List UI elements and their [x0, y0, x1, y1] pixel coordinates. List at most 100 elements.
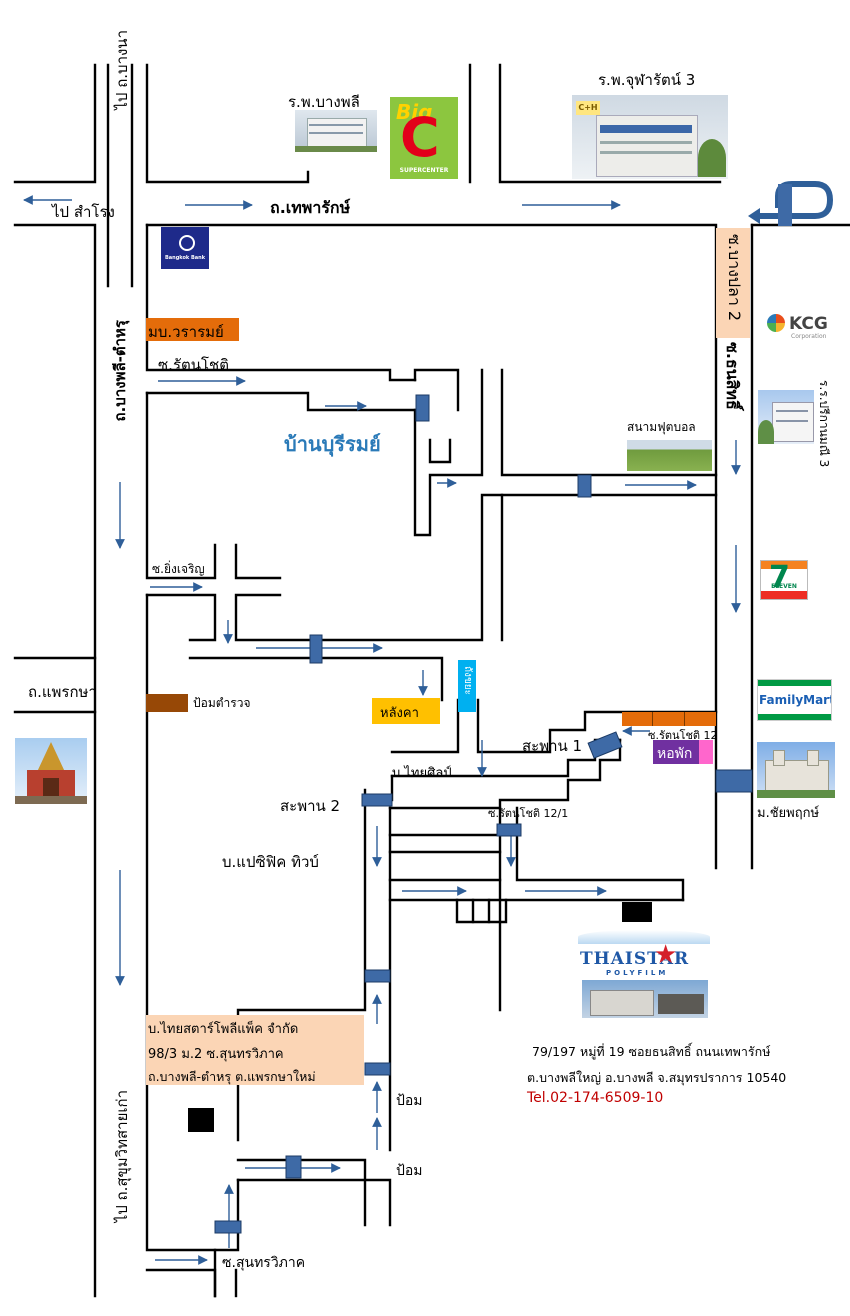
kcg-logo: KCG Corporation — [765, 310, 835, 350]
hospital-chularat-label: ร.พ.จุฬารัตน์ 3 — [598, 71, 696, 89]
bridges — [214, 394, 753, 1234]
soi-rattanachot-12-label: ซ.รัตนโชติ 12 — [648, 729, 718, 742]
building-block — [188, 1108, 214, 1132]
seven-eleven-numeral: 7 — [769, 560, 790, 595]
road-segment — [13, 223, 97, 1298]
football-field-label: สนามฟุตบอล — [627, 420, 696, 434]
hospital-chularat-picture: C+H — [572, 95, 728, 179]
road-segment — [236, 788, 367, 1142]
road-segment — [145, 593, 217, 642]
roof-label-box: หลังคา — [372, 698, 440, 724]
police-booth-box — [146, 694, 188, 712]
bridge-2-label: สะพาน 2 — [280, 797, 341, 815]
go-samrong-label: ไป สำโรง — [52, 203, 115, 221]
direction-arrows — [23, 195, 741, 1265]
hospital-bangphli-picture — [295, 110, 377, 152]
thaistar-logo: THAISTAR ★ POLYFILM — [578, 928, 710, 1020]
bangplao-label-box: ซ.บางปลา 2 — [716, 228, 750, 338]
ch-logo: C+H — [576, 101, 600, 115]
booth-label-1: ป้อม — [396, 1093, 423, 1109]
road-segment — [188, 656, 444, 702]
thaistar-polyfilm: POLYFILM — [606, 969, 669, 977]
family-mart-logo: FamilyMart — [757, 679, 832, 721]
bridge-1-label: สะพาน 1 — [522, 737, 583, 755]
road-segment — [476, 698, 718, 754]
school-picture — [758, 390, 814, 444]
thaisilp-label: บ.ไทยศิลป์ — [392, 766, 452, 781]
baan-burirom-label: บ้านบุรีรมย์ — [284, 432, 381, 456]
bridge-marker — [309, 634, 323, 664]
road-segment — [13, 63, 97, 184]
bridge-marker — [496, 823, 522, 837]
bridge-marker — [361, 793, 393, 807]
road-segment — [145, 63, 310, 184]
soi-yingcharoen-label: ซ.ยิ่งเจริญ — [152, 562, 205, 576]
road-segment — [145, 1268, 217, 1298]
road-segment — [236, 1158, 367, 1227]
bigc-c-text: C — [400, 106, 440, 169]
road-segment — [213, 1178, 240, 1252]
dorm-label: หอพัก — [657, 746, 693, 762]
bigc-logo: Big C SUPERCENTER — [390, 97, 458, 179]
bin-label: ถังขยะ — [462, 666, 473, 696]
soi-thanasit-label: ซ.ธนสิทธิ์ — [723, 342, 742, 410]
go-sukhumvit-label: ไป ถ.สุขุมวิทสายเก่า — [113, 1090, 131, 1223]
u-turn-icon — [748, 181, 834, 226]
bangkok-bank-text: Bangkok Bank — [164, 255, 206, 261]
road-segment — [413, 368, 484, 537]
building-block — [622, 902, 652, 922]
road-segment — [236, 1178, 392, 1227]
bridge-marker — [587, 731, 623, 759]
road-segment — [515, 806, 685, 902]
thepharak-road-label: ถ.เทพารักษ์ — [270, 198, 351, 217]
bangphli-damru-road-label: ถ.บางพลี-ตำหรุ — [111, 320, 129, 422]
phraeksa-road-label: ถ.แพรกษา — [28, 683, 97, 701]
company-road-line: ถ.บางพลี-ตำหรุ ต.แพรกษาใหม่ — [148, 1069, 316, 1084]
family-mart-text: FamilyMart — [759, 693, 832, 707]
bridge-marker — [715, 769, 753, 793]
road-segment — [390, 698, 460, 754]
road-segment — [498, 738, 622, 810]
road-segment — [413, 368, 460, 412]
address-line-2: ต.บางพลีใหญ่ อ.บางพลี จ.สมุทรปราการ 1054… — [527, 1070, 787, 1085]
soi-rattanachot-label: ซ.รัตนโชติ — [158, 356, 229, 374]
go-bangna-label: ไป ถ.บางนา — [113, 30, 131, 110]
bigc-supercenter-text: SUPERCENTER — [399, 167, 449, 174]
bridge-marker — [415, 394, 430, 422]
shop-row-box — [622, 712, 716, 726]
soi-bangplao-label: ซ.บางปลา 2 — [725, 234, 744, 322]
road-segment — [234, 493, 504, 642]
hospital-bangphli-label: ร.พ.บางพลี — [288, 93, 360, 111]
temple-picture — [15, 738, 87, 804]
road-segment — [388, 806, 502, 1012]
booth-label-2: ป้อม — [396, 1163, 423, 1179]
bridge-marker — [285, 1155, 302, 1179]
company-info-box: บ.ไทยสตาร์โพลีแพ็ค จำกัด 98/3 ม.2 ซ.สุนท… — [146, 1015, 364, 1085]
football-field-picture — [627, 440, 712, 471]
address-line-1: 79/197 หมู่ที่ 19 ซอยธนสิทธิ์ ถนนเทพารัก… — [532, 1044, 771, 1059]
kcg-text: KCG — [789, 314, 828, 334]
school-label: ร.ร.ปรีกานมณี 3 — [817, 380, 831, 468]
police-booth-label: ป้อมตำรวจ — [193, 696, 251, 710]
wararom-label: มบ.วรารมย์ — [148, 323, 224, 341]
road-segment — [145, 391, 417, 412]
chaiyaphruek-picture — [757, 742, 835, 798]
road-segment — [145, 391, 217, 580]
kcg-sub-text: Corporation — [791, 333, 827, 340]
telephone-label: Tel.02-174-6509-10 — [527, 1090, 664, 1106]
road-segment — [234, 543, 282, 580]
wararom-label-box: มบ.วรารมย์ — [146, 318, 239, 341]
road-segment — [455, 898, 508, 924]
pacific-twin-label: บ.แปซิฟิค ทิวบ์ — [222, 853, 319, 871]
soi-suntornwiphak-label: ซ.สุนทรวิภาค — [222, 1255, 306, 1271]
bangkok-bank-logo: Bangkok Bank — [161, 227, 209, 269]
company-name-line: บ.ไทยสตาร์โพลีแพ็ค จำกัด — [148, 1022, 299, 1037]
bridge-marker — [577, 474, 592, 498]
road-segment — [428, 438, 452, 464]
seven-eleven-word: ELEVEN — [771, 583, 797, 590]
soi-rattanachot-12-1-label: ซ.รัตนโชติ 12/1 — [488, 807, 569, 820]
chaiyaphruek-label: ม.ชัยพฤกษ์ — [757, 806, 820, 821]
bin-label-box: ถังขยะ — [458, 660, 476, 712]
road-segment — [145, 223, 718, 870]
